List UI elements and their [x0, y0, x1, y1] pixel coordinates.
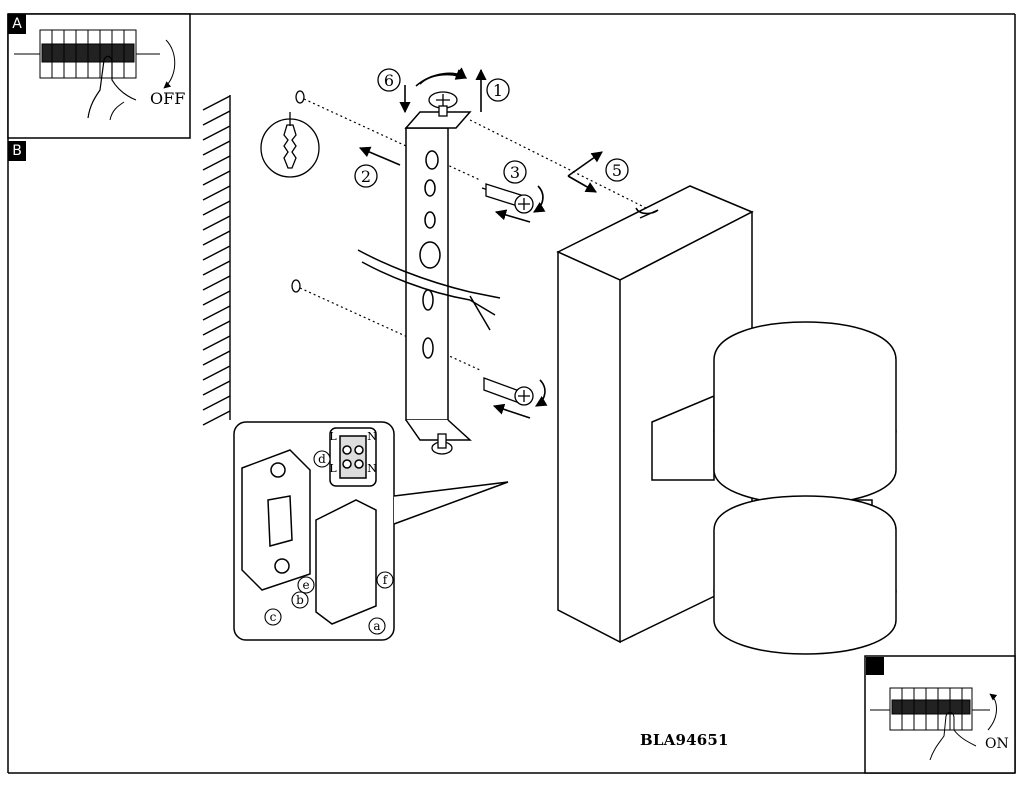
terminal-l-bottom: L [329, 462, 337, 475]
detail-d: d [318, 452, 326, 466]
breaker-panel-icon [14, 29, 176, 121]
terminal-l-top: L [329, 430, 337, 443]
detail-f: f [383, 573, 389, 587]
mounting-bracket [404, 111, 472, 441]
panel-a-label: A [8, 14, 26, 34]
screw-icon-3 [481, 183, 534, 214]
detail-e: e [302, 578, 309, 592]
screw-icon-lower [483, 377, 534, 406]
switch-off-text: OFF [150, 89, 185, 108]
page-frame [7, 13, 1016, 774]
step-5-label: 5 [612, 161, 622, 180]
wall-hatch [202, 95, 231, 426]
wall-lamp [556, 185, 897, 655]
panel-c-switch-on: ON [864, 655, 1016, 774]
model-number: BLA94651 [640, 731, 729, 749]
step-arrows [358, 67, 603, 419]
detail-letter-markers [264, 450, 394, 635]
panel-a-switch-off: OFF [7, 13, 191, 139]
panel-b-label: B [8, 141, 26, 161]
junction-box-detail [233, 421, 509, 641]
bracket-foot-screw [431, 433, 453, 455]
step-1-label: 1 [493, 81, 503, 100]
wall-plug-detail [260, 90, 320, 293]
detail-b: b [296, 593, 304, 607]
guide-lines [299, 98, 651, 371]
breaker-panel-icon-on [870, 687, 998, 761]
switch-on-text: ON [985, 736, 1009, 752]
screw-icon-top [428, 91, 458, 117]
terminal-n-top: N [367, 430, 377, 443]
power-cable [357, 249, 501, 331]
step-2-label: 2 [361, 167, 371, 186]
step-3-label: 3 [510, 163, 520, 182]
detail-c: c [270, 610, 277, 624]
terminal-n-bottom: N [367, 462, 377, 475]
detail-a: a [373, 619, 380, 633]
step-6-label: 6 [384, 71, 394, 90]
